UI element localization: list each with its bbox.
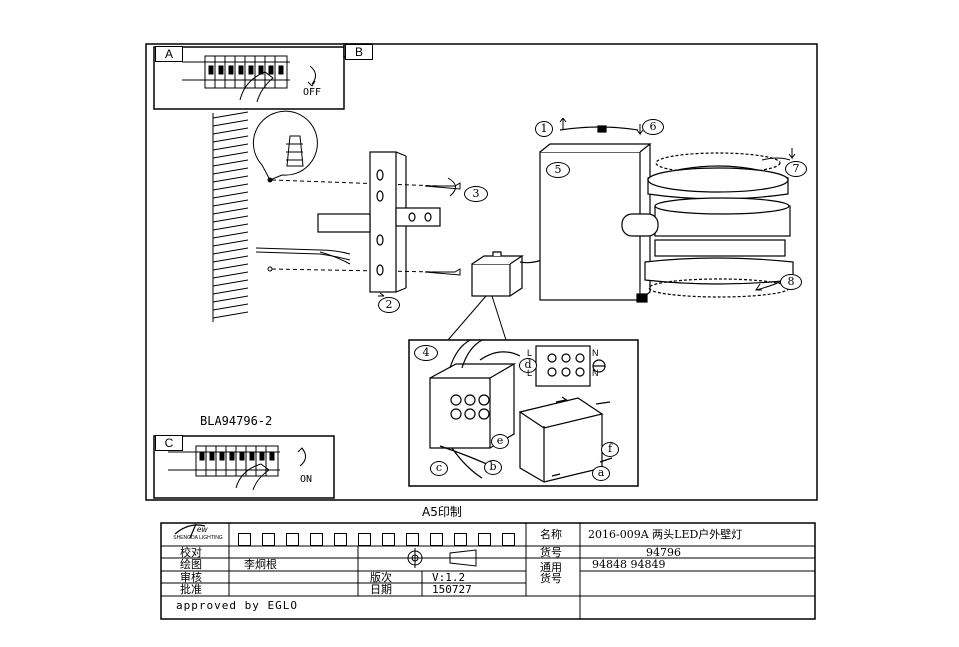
terminal-n-top: N: [592, 348, 599, 358]
fixing-screws: [424, 177, 461, 276]
callout-1: 1: [535, 121, 553, 137]
wiring-letter-d: d: [519, 358, 537, 373]
drawing-frame: [145, 43, 818, 501]
wiring-letter-c: c: [430, 461, 448, 476]
callout-2: 2: [378, 297, 400, 313]
panel-c-label: C: [155, 435, 183, 451]
terminal-l-bottom: L: [527, 368, 533, 378]
callout-6: 6: [642, 119, 664, 135]
name-label: 名称: [540, 528, 562, 541]
approve-label: 批准: [180, 583, 202, 596]
panel-a-frame: [153, 46, 345, 110]
common-value: 94848 94849: [592, 558, 666, 571]
common-label-2: 货号: [540, 572, 562, 585]
callout-5: 5: [546, 162, 570, 178]
drawing-number-boxes: [238, 529, 526, 548]
item-label: 货号: [540, 546, 562, 559]
name-value: 2016-009A 两头LED户外壁灯: [588, 528, 743, 541]
print-note: A5印制: [422, 505, 462, 519]
supply-cable: [255, 247, 351, 265]
wiring-letter-f: f: [601, 442, 619, 457]
lamp-head-exploded: [621, 152, 794, 298]
mounting-bracket: [317, 151, 441, 293]
junction-box: [471, 251, 543, 297]
callout-7: 7: [785, 161, 807, 177]
switch-off-label: OFF: [303, 87, 322, 98]
logo-word: ew: [197, 525, 208, 534]
callout-3: 3: [464, 186, 488, 202]
callout-8: 8: [780, 274, 802, 290]
model-code: BLA94796-2: [200, 414, 273, 428]
panel-c-frame: [153, 435, 335, 499]
terminal-n-bottom: N: [592, 368, 599, 378]
wall-hatching: [212, 111, 249, 322]
panel-b-label: B: [345, 44, 373, 60]
date-label: 日期: [370, 583, 392, 596]
date-value: 150727: [432, 583, 472, 596]
panel-a-label: A: [155, 46, 183, 62]
switch-on-label: ON: [300, 474, 313, 485]
draw-value: 李炯根: [244, 558, 277, 571]
edition-label: 版次: [370, 571, 392, 584]
draw-label: 绘图: [180, 558, 202, 571]
common-label-1: 通用: [540, 561, 562, 574]
wall-plug-callout: [252, 110, 441, 273]
approved-by: approved by EGLO: [176, 599, 298, 612]
brand-logo-icon: [174, 523, 206, 539]
breaker-strip-off: [182, 55, 316, 103]
wiring-letter-a: a: [592, 466, 610, 481]
review-label: 审核: [180, 571, 202, 584]
terminal-l-top: L: [527, 348, 533, 358]
check-label: 校对: [180, 546, 202, 559]
edition-value: V:1.2: [432, 571, 466, 584]
breaker-strip-on: [168, 445, 306, 491]
projection-symbol-icon: [394, 548, 484, 568]
callout-4: 4: [414, 345, 438, 361]
title-block-grid: [160, 522, 816, 620]
wiring-letter-b: b: [484, 460, 502, 475]
wiring-letter-e: e: [491, 434, 509, 449]
logo-text: SHENGDA LIGHTING: [173, 535, 223, 541]
item-value: 94796: [646, 546, 681, 559]
